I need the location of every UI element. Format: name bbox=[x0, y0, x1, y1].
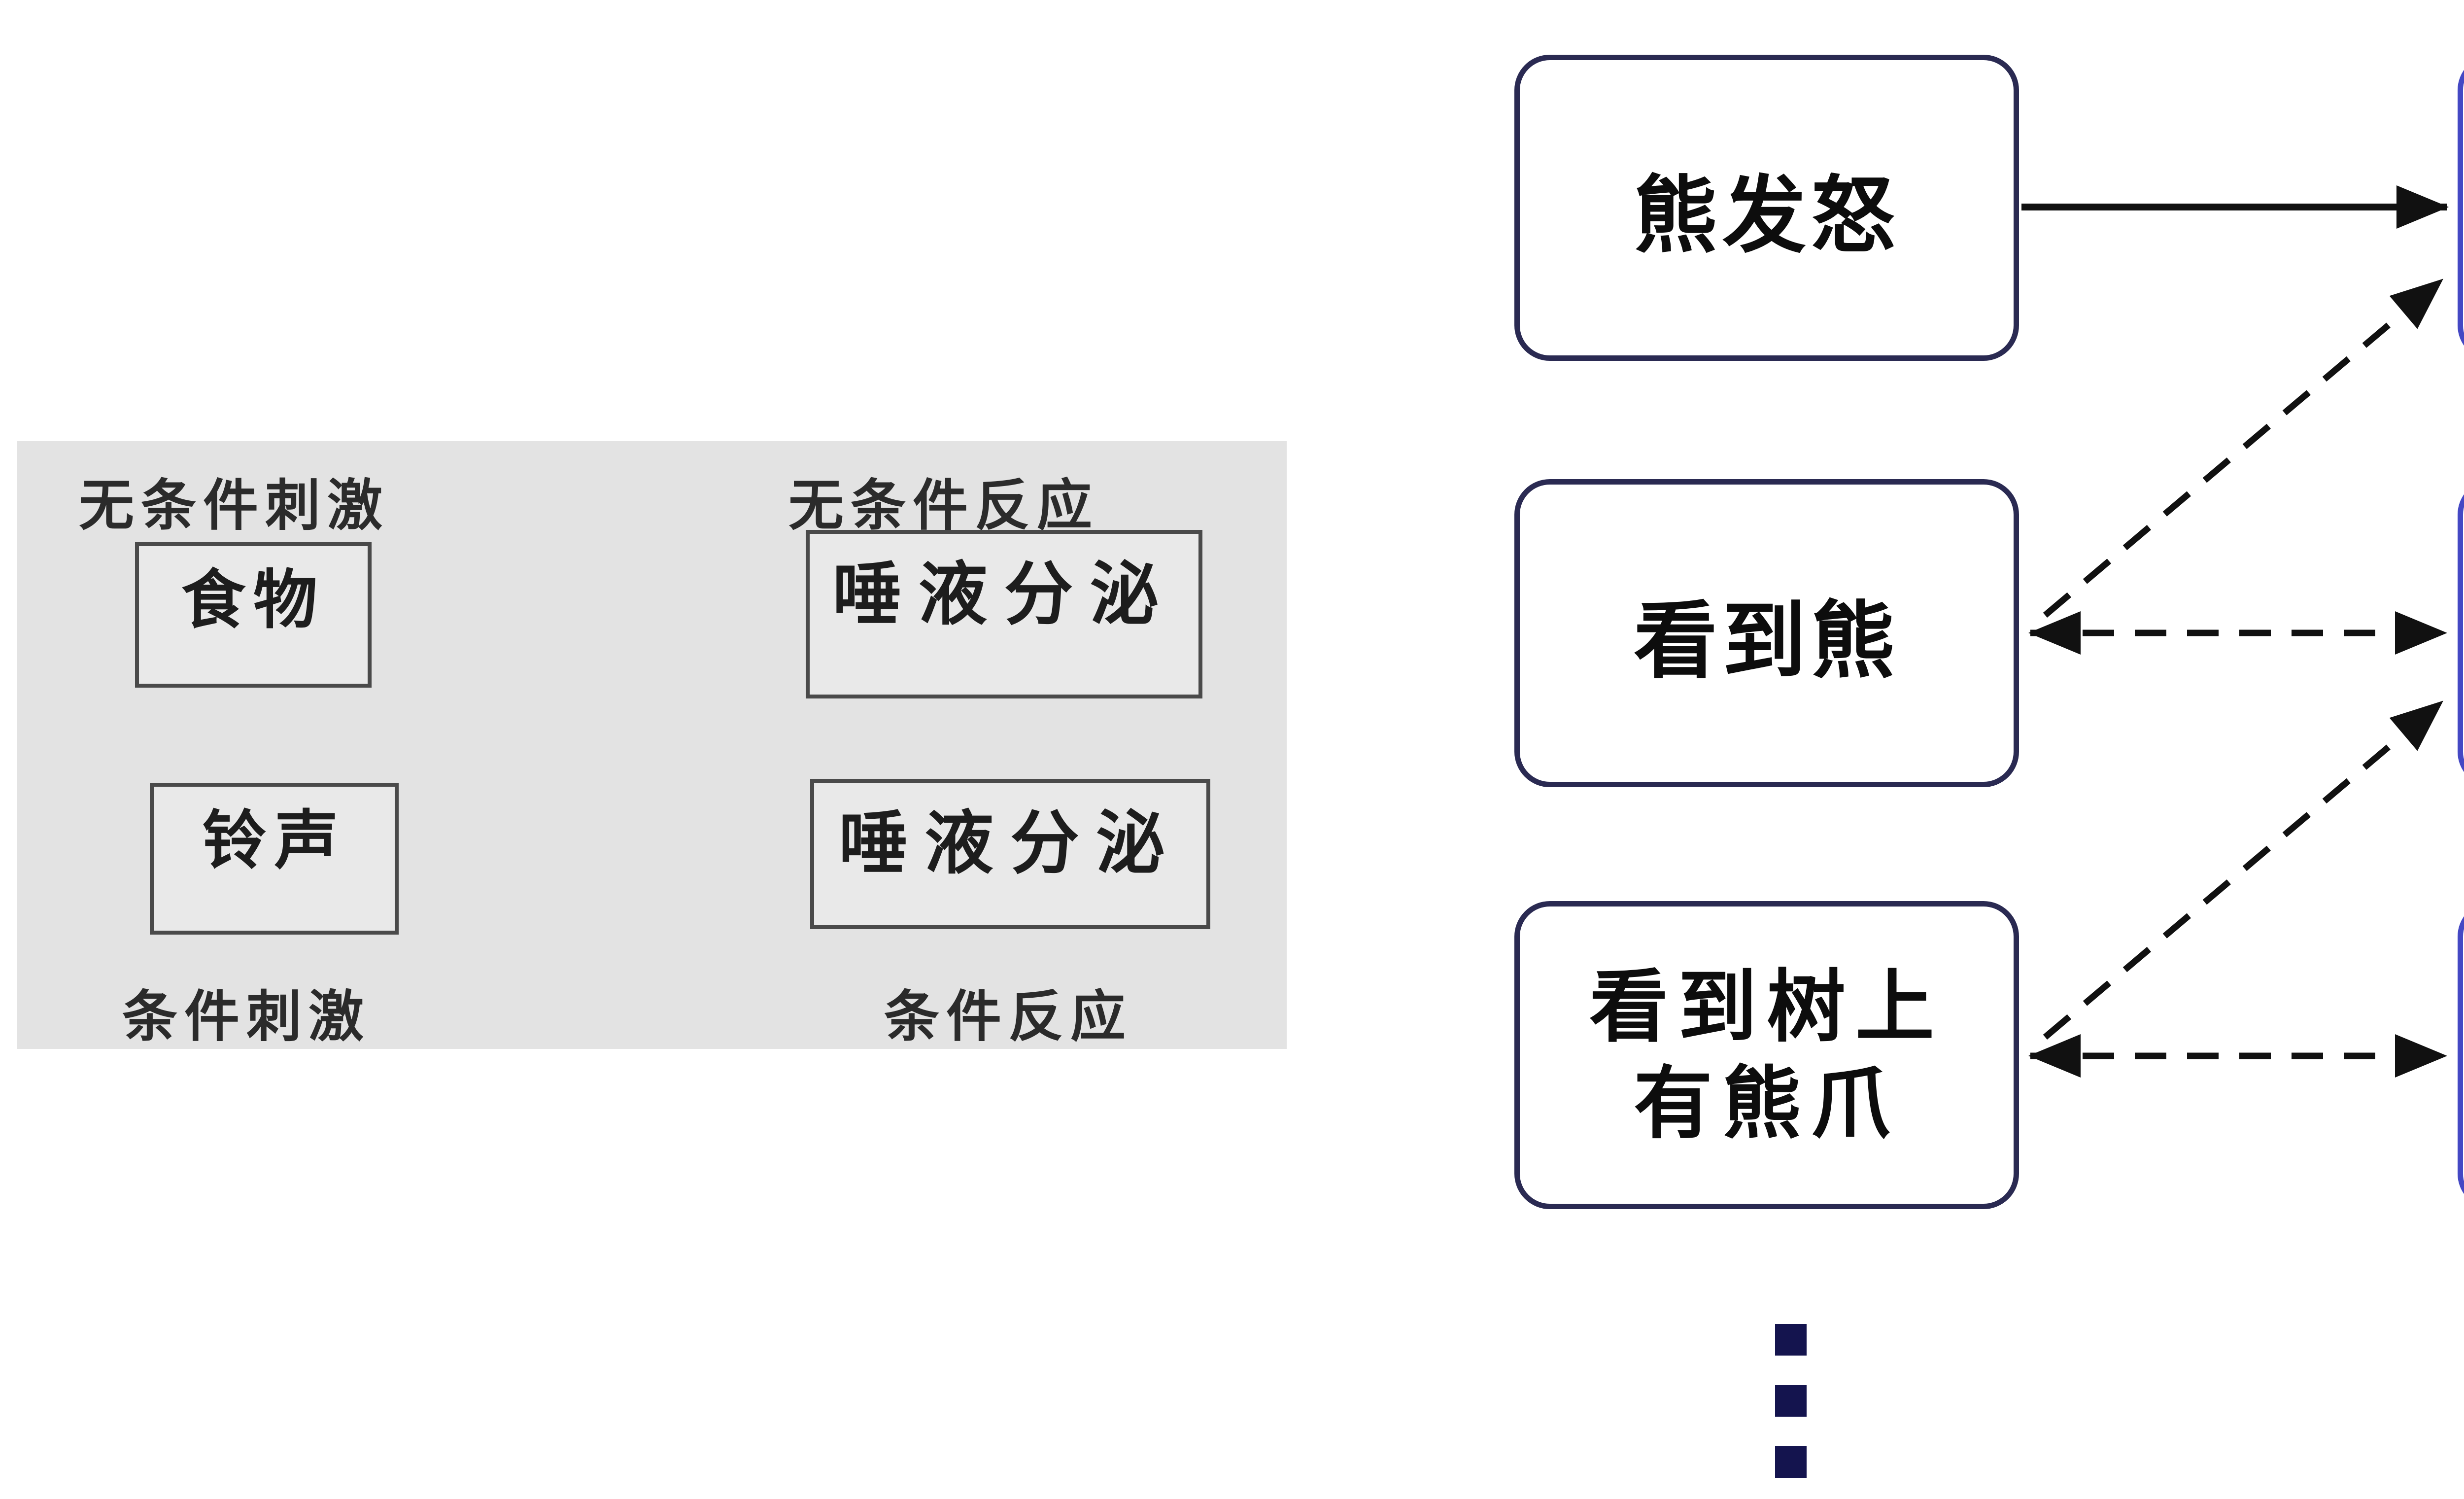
see-bear-box: 看到熊 bbox=[1514, 479, 2019, 787]
bear-angry-box: 熊发怒 bbox=[1514, 55, 2019, 361]
bell-box: 铃声 bbox=[150, 783, 399, 935]
see-bear-to-reward-dashed-arrow bbox=[2043, 278, 2444, 618]
unconditioned-stimulus-label: 无条件刺激 bbox=[79, 475, 389, 536]
classical-conditioning-panel: 无条件刺激 无条件反应 食物 唾液分泌 铃声 唾液分泌 条件刺激 条件反应 bbox=[17, 441, 1287, 1049]
see-claw-to-vsprime-dashed-arrow bbox=[2043, 699, 2444, 1040]
value-current-state-box: V(s) bbox=[2458, 901, 2464, 1209]
ellipsis-dot bbox=[1775, 1446, 1807, 1478]
bear-angry-label: 熊发怒 bbox=[1633, 169, 1900, 263]
salivation-top-box-label: 唾液分泌 bbox=[832, 556, 1176, 633]
ellipsis-dot bbox=[1775, 1324, 1807, 1356]
salivation-top-box: 唾液分泌 bbox=[806, 530, 1202, 698]
see-claw-box: 看到树上 有熊爪 bbox=[1514, 901, 2019, 1209]
salivation-bottom-box-label: 唾液分泌 bbox=[838, 804, 1182, 882]
conditioned-stimulus-label: 条件刺激 bbox=[122, 986, 371, 1047]
food-box: 食物 bbox=[135, 542, 372, 688]
salivation-bottom-box: 唾液分泌 bbox=[810, 779, 1210, 929]
bell-box-label: 铃声 bbox=[202, 804, 346, 876]
see-bear-label: 看到熊 bbox=[1633, 594, 1900, 688]
ellipsis-dot bbox=[1775, 1385, 1807, 1417]
conditioned-response-label: 条件反应 bbox=[884, 986, 1132, 1047]
unconditioned-response-label: 无条件反应 bbox=[788, 475, 1099, 536]
value-next-state-box: V(s′) bbox=[2458, 479, 2464, 787]
food-box-label: 食物 bbox=[181, 564, 325, 636]
reward-box: 奖励 bbox=[2458, 55, 2464, 361]
see-claw-label-line2: 有熊爪 bbox=[1633, 1059, 1900, 1148]
see-claw-label-line1: 看到树上 bbox=[1589, 963, 1944, 1051]
